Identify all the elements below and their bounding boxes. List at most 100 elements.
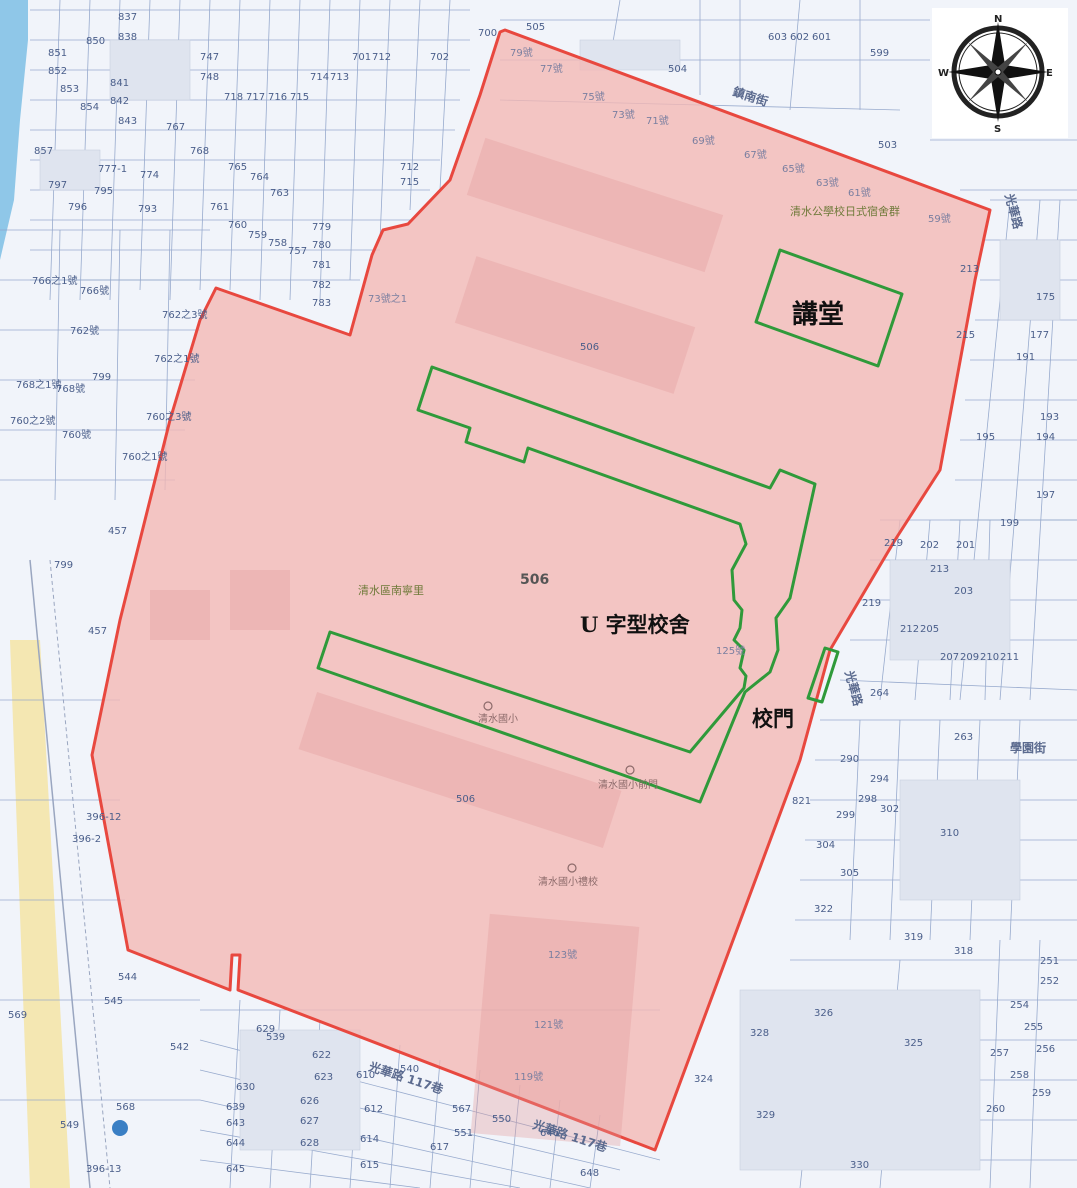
- parcel-number: 748: [200, 72, 219, 83]
- site-buildings: [150, 137, 724, 1147]
- parcel-number: 781: [312, 260, 331, 271]
- parcel-number: 843: [118, 116, 137, 127]
- parcel-number: 612: [364, 1104, 383, 1115]
- parcel-numbers-right: 213 175 177 191 215 193 194 195 197 199 …: [694, 264, 1059, 1171]
- parcel-number: 503: [878, 140, 897, 151]
- parcel-number: 718: [224, 92, 243, 103]
- parcel-number: 260: [986, 1104, 1005, 1115]
- parcel-number: 396-2: [72, 834, 101, 845]
- addr-label: 75號: [582, 90, 605, 103]
- parcel-number: 263: [954, 732, 973, 743]
- parcel-number: 197: [1036, 490, 1055, 501]
- parcel-number: 626: [300, 1096, 319, 1107]
- railway-line-1: [29, 559, 91, 1188]
- parcel-numbers-top: 505 504 603 602 601 599 503 700 702 712 …: [224, 22, 897, 188]
- addr-label: 119號: [514, 1070, 543, 1083]
- parcel-number: 760之2號: [10, 414, 55, 427]
- parcel-number: 324: [694, 1074, 713, 1085]
- parcel-number: 764: [250, 172, 269, 183]
- parcel-number: 215: [956, 330, 975, 341]
- parcel-number: 567: [452, 1104, 471, 1115]
- parcel-number: 326: [814, 1008, 833, 1019]
- parcel-number: 254: [1010, 1000, 1029, 1011]
- parcel-number: 645: [226, 1164, 245, 1175]
- parcel-number: 305: [840, 868, 859, 879]
- parcel-number: 542: [170, 1042, 189, 1053]
- parcel-number: 713: [330, 72, 349, 83]
- parcel-number: 213: [960, 264, 979, 275]
- gate-outline: [806, 646, 840, 704]
- parcel-number: 259: [1032, 1088, 1051, 1099]
- lot-number-main: 506: [520, 572, 549, 588]
- parcel-number: 646: [540, 1128, 559, 1139]
- parcel-number: 252: [1040, 976, 1059, 987]
- parcel-number: 319: [904, 932, 923, 943]
- parcel-number: 219: [884, 538, 903, 549]
- lot-number-lower: 506: [456, 794, 475, 805]
- parcel-number: 762之3號: [162, 308, 207, 321]
- parcel-number: 762之1號: [154, 352, 199, 365]
- auditorium-label: 講堂: [792, 299, 844, 330]
- parcel-number: 211: [1000, 652, 1019, 663]
- parcel-number: 630: [236, 1082, 255, 1093]
- parcel-number: 255: [1024, 1022, 1043, 1033]
- addr-label: 121號: [534, 1018, 563, 1031]
- parcel-number: 568: [116, 1102, 135, 1113]
- parcel-number: 821: [792, 796, 811, 807]
- addr-label: 59號: [928, 212, 951, 225]
- addr-label: 69號: [692, 134, 715, 147]
- parcel-number: 302: [880, 804, 899, 815]
- parcel-number: 838: [118, 32, 137, 43]
- addr-label: 71號: [646, 114, 669, 127]
- parcel-number: 549: [60, 1120, 79, 1131]
- parcel-number: 768: [190, 146, 209, 157]
- parcel-number: 702: [430, 52, 449, 63]
- parcel-number: 318: [954, 946, 973, 957]
- parcel-number: 747: [200, 52, 219, 63]
- parcel-number: 219: [862, 598, 881, 609]
- parcel-number: 294: [870, 774, 889, 785]
- parcel-number: 207: [940, 652, 959, 663]
- parcel-number: 194: [1036, 432, 1055, 443]
- addr-label: 125號: [716, 644, 745, 657]
- parcel-number: 195: [976, 432, 995, 443]
- hist-marker-icon: [567, 863, 577, 873]
- parcel-number: 210: [980, 652, 999, 663]
- addr-label: 79號: [510, 46, 533, 59]
- parcel-numbers-top-left: 837 838 850 851 852 853 854 841 842 843 …: [34, 12, 331, 309]
- school-marker-icon: [483, 701, 493, 711]
- parcel-number: 760之3號: [146, 410, 191, 423]
- parcel-number: 203: [954, 586, 973, 597]
- parcel-number: 701: [352, 52, 371, 63]
- parcel-number: 209: [960, 652, 979, 663]
- parcel-number: 457: [108, 526, 127, 537]
- street-right-lower: 學園街: [1010, 740, 1046, 755]
- addr-label: 61號: [848, 186, 871, 199]
- parcel-number: 766號: [80, 284, 109, 297]
- parcel-number: 712: [372, 52, 391, 63]
- parcel-number: 545: [104, 996, 123, 1007]
- parcel-number: 763: [270, 188, 289, 199]
- parcel-number: 617: [430, 1142, 449, 1153]
- parcel-number: 700: [478, 28, 497, 39]
- parcel-number: 623: [314, 1072, 333, 1083]
- parcel-number: 550: [492, 1114, 511, 1125]
- addr-label: 63號: [816, 176, 839, 189]
- parcel-number: 854: [80, 102, 99, 113]
- parcel-number: 599: [870, 48, 889, 59]
- parcel-number: 779: [312, 222, 331, 233]
- parcel-number: 251: [1040, 956, 1059, 967]
- compass-e: E: [1046, 68, 1053, 79]
- parcel-number: 841: [110, 78, 129, 89]
- parcel-number: 256: [1036, 1044, 1055, 1055]
- parcel-number: 310: [940, 828, 959, 839]
- parcel-number: 639: [226, 1102, 245, 1113]
- compass-s: S: [994, 124, 1001, 135]
- addr-label: 73號之1: [368, 292, 407, 305]
- parcel-number: 290: [840, 754, 859, 765]
- parcel-number: 777-1: [98, 164, 127, 175]
- background-buildings: [39, 39, 1061, 1171]
- parcel-number: 851: [48, 48, 67, 59]
- parcel-number: 329: [756, 1110, 775, 1121]
- parcel-number: 757: [288, 246, 307, 257]
